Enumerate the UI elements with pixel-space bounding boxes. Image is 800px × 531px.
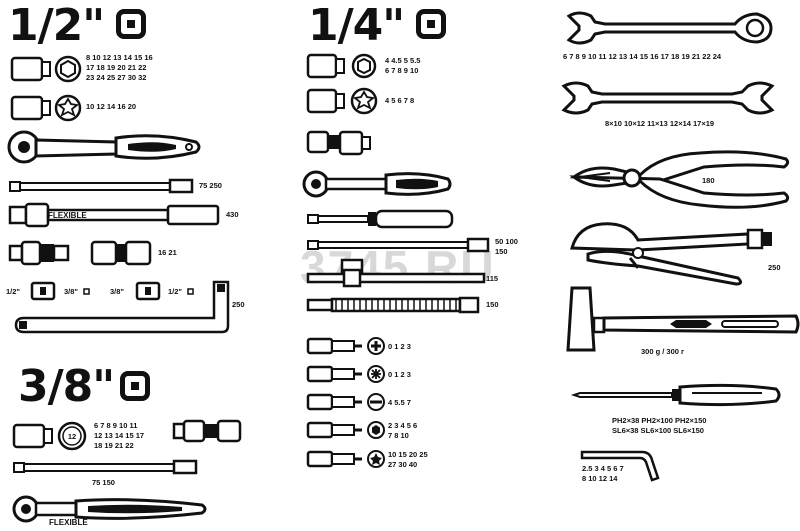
quarter-flex-ext-size: 150 xyxy=(486,300,499,309)
half-socket-sizes-2: 17 18 19 20 21 22 xyxy=(86,63,147,72)
hex-key-sizes-1: 2.5 3 4 5 6 7 xyxy=(582,464,624,473)
adapter-1-to: 3/8" xyxy=(64,287,78,296)
bit-slotted-icon xyxy=(306,393,385,411)
socket-hex-icon xyxy=(306,53,377,79)
bit-torx-icon xyxy=(306,450,385,468)
hammer-label: 300 g / 300 г xyxy=(641,347,685,356)
bit-hex-icon xyxy=(306,421,385,439)
t-bar-icon xyxy=(306,258,486,288)
torx-socket-icon xyxy=(306,87,378,115)
bit-slot-sizes: 4 5.5 7 xyxy=(388,398,411,407)
adapter-icon xyxy=(135,281,161,301)
half-socket-sizes-3: 23 24 25 27 30 32 xyxy=(86,73,147,82)
adapter-2-to: 1/2" xyxy=(168,287,182,296)
hex-key-sizes-2: 8 10 12 14 xyxy=(582,474,618,483)
three-eighths-extension-sizes: 75 150 xyxy=(92,478,115,487)
combination-wrench-icon xyxy=(566,11,773,45)
section-title-three-eighths: 3/8" xyxy=(18,361,115,412)
square-dot-icon xyxy=(83,288,90,295)
hex-key-icon xyxy=(580,450,660,482)
square-drive-icon xyxy=(416,9,446,39)
half-l-bar-size: 250 xyxy=(232,300,245,309)
quarter-torx-sizes: 4 5 6 7 8 xyxy=(385,96,415,105)
l-bar-icon xyxy=(14,280,230,334)
bit-pozidriv-icon xyxy=(306,365,385,383)
screwdriver-sizes-2: SL6×38 SL6×100 SL6×150 xyxy=(612,426,704,435)
ratchet-icon xyxy=(7,130,201,164)
half-extension-sizes: 75 250 xyxy=(199,181,222,190)
flexible-handle-icon xyxy=(8,202,220,228)
half-flexible-size: 430 xyxy=(226,210,239,219)
bit-torx-sizes-1: 10 15 20 25 xyxy=(388,450,428,459)
open-end-wrench-icon xyxy=(561,81,775,115)
locking-pliers-size: 250 xyxy=(768,263,781,272)
bit-hex-sizes-1: 2 3 4 5 6 xyxy=(388,421,418,430)
flexible-ratchet-icon xyxy=(12,495,207,523)
pliers-icon xyxy=(569,150,790,209)
quarter-extension-sizes-2: 150 xyxy=(495,247,508,256)
bit-phillips-icon xyxy=(306,337,385,355)
watermark: 3745.RU xyxy=(300,241,496,293)
quarter-tbar-size: 115 xyxy=(486,274,499,283)
socket-12pt-icon xyxy=(12,421,87,451)
screwdriver-sizes-1: PH2×38 PH2×100 PH2×150 xyxy=(612,416,707,425)
universal-joint-icon xyxy=(306,130,371,156)
square-dot-icon xyxy=(187,288,194,295)
torx-socket-icon xyxy=(10,94,82,122)
half-socket-sizes-1: 8 10 12 13 14 15 16 xyxy=(86,53,153,62)
hammer-icon xyxy=(566,286,800,352)
locking-pliers-icon xyxy=(570,222,772,286)
open-end-wrench-sizes: 8×10 10×12 11×13 12×14 17×19 xyxy=(605,119,715,128)
half-flexible-label: FLEXIBLE xyxy=(48,211,87,220)
three-eighths-sizes-2: 12 13 14 15 17 xyxy=(94,431,145,440)
adapter-2-from: 3/8" xyxy=(110,287,124,296)
universal-joint-icon xyxy=(8,240,152,266)
adapter-icon xyxy=(30,281,56,301)
section-title-quarter-inch: 1/4" xyxy=(308,0,405,51)
quarter-extension-sizes-1: 50 100 xyxy=(495,237,518,246)
bit-hex-sizes-2: 7 8 10 xyxy=(388,431,409,440)
square-drive-icon xyxy=(116,9,146,39)
adapter-1-from: 1/2" xyxy=(6,287,20,296)
combination-wrench-sizes: 6 7 8 9 10 11 12 13 14 15 16 17 18 19 21… xyxy=(563,52,722,61)
square-drive-icon xyxy=(120,371,150,401)
extension-bar-icon xyxy=(307,237,490,253)
three-eighths-sizes-1: 6 7 8 9 10 11 xyxy=(94,421,138,430)
quarter-socket-sizes-1: 4 4.5 5 5.5 xyxy=(385,56,421,65)
three-eighths-sizes-3: 18 19 21 22 xyxy=(94,441,134,450)
pliers-size: 180 xyxy=(702,176,715,185)
bit-torx-sizes-2: 27 30 40 xyxy=(388,460,418,469)
half-joint-sizes: 16 21 xyxy=(158,248,177,257)
screwdriver-icon xyxy=(570,383,781,407)
socket-hex-icon xyxy=(10,55,82,83)
quarter-socket-sizes-2: 6 7 8 9 10 xyxy=(385,66,419,75)
spinner-handle-icon xyxy=(307,209,454,229)
half-torx-sizes: 10 12 14 16 20 xyxy=(86,102,137,111)
socket-badge-12: 12 xyxy=(67,432,77,441)
ratchet-icon xyxy=(302,170,452,198)
flexible-extension-icon xyxy=(306,296,480,314)
bit-pz-sizes: 0 1 2 3 xyxy=(388,370,411,379)
section-title-half-inch: 1/2" xyxy=(8,0,105,51)
three-eighths-flexible-label: FLEXIBLE xyxy=(49,518,88,527)
universal-joint-icon xyxy=(172,419,242,443)
extension-bar-icon xyxy=(13,459,198,475)
extension-bar-icon xyxy=(9,178,194,194)
bit-ph-sizes: 0 1 2 3 xyxy=(388,342,411,351)
